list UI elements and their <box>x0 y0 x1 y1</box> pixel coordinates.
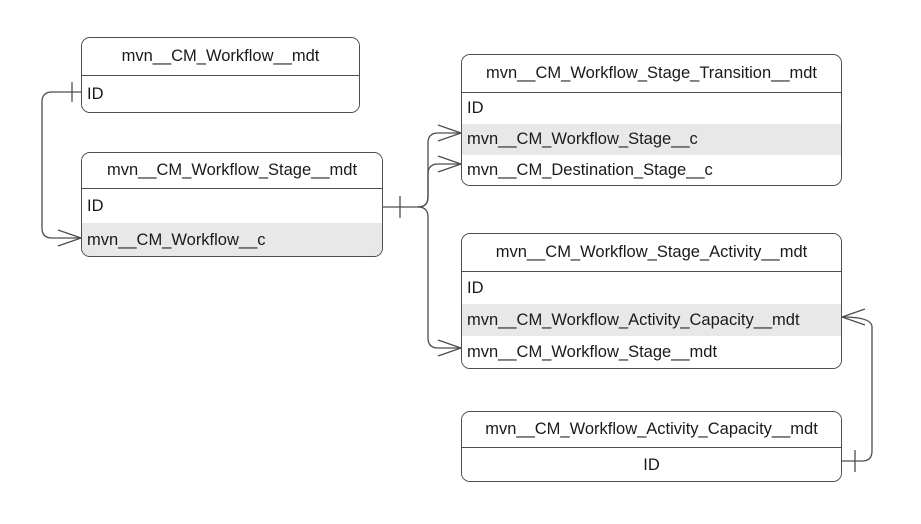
relationship-stage-to-transition-destination <box>417 155 462 208</box>
marker-many <box>437 163 462 173</box>
entity-workflow-stage[interactable]: mvn__CM_Workflow_Stage__mdt ID mvn__CM_W… <box>81 152 383 257</box>
entity-field-row-foreign-key[interactable]: mvn__CM_Workflow_Stage__mdt <box>462 336 841 368</box>
entity-field-row-foreign-key[interactable]: mvn__CM_Workflow_Stage__c <box>462 124 841 155</box>
entity-field-row-foreign-key[interactable]: mvn__CM_Destination_Stage__c <box>462 155 841 185</box>
entity-field-row[interactable]: ID <box>462 448 841 481</box>
marker-many <box>57 237 82 247</box>
marker-many <box>437 132 462 142</box>
entity-field-list: ID <box>82 76 359 112</box>
relationship-capacity-to-stage-activity <box>841 308 873 472</box>
marker-many <box>57 229 82 239</box>
entity-field-row[interactable]: ID <box>82 189 382 223</box>
entity-title: mvn__CM_Workflow_Stage__mdt <box>82 153 382 189</box>
entity-workflow-stage-transition[interactable]: mvn__CM_Workflow_Stage_Transition__mdt I… <box>461 54 842 186</box>
entity-workflow-stage-activity[interactable]: mvn__CM_Workflow_Stage_Activity__mdt ID … <box>461 233 842 369</box>
relationship-workflow-to-stage <box>41 82 82 247</box>
entity-field-row[interactable]: ID <box>462 93 841 124</box>
entity-field-row[interactable]: ID <box>462 272 841 304</box>
entity-title: mvn__CM_Workflow_Activity_Capacity__mdt <box>462 412 841 448</box>
entity-field-row-foreign-key[interactable]: mvn__CM_Workflow__c <box>82 223 382 256</box>
marker-many <box>437 124 462 134</box>
entity-field-list: ID mvn__CM_Workflow_Stage__c mvn__CM_Des… <box>462 93 841 185</box>
marker-many <box>437 339 462 349</box>
relationship-stage-to-transition-stage <box>417 124 462 208</box>
marker-many <box>841 316 866 326</box>
entity-field-list: ID mvn__CM_Workflow__c <box>82 189 382 256</box>
relationship-stage-to-stage-activity <box>417 206 462 357</box>
entity-field-list: ID <box>462 448 841 481</box>
marker-many <box>841 308 866 318</box>
entity-title: mvn__CM_Workflow_Stage_Transition__mdt <box>462 55 841 93</box>
marker-many <box>437 347 462 357</box>
entity-workflow[interactable]: mvn__CM_Workflow__mdt ID <box>81 37 360 113</box>
entity-field-list: ID mvn__CM_Workflow_Activity_Capacity__m… <box>462 272 841 368</box>
entity-workflow-activity-capacity[interactable]: mvn__CM_Workflow_Activity_Capacity__mdt … <box>461 411 842 482</box>
entity-title: mvn__CM_Workflow_Stage_Activity__mdt <box>462 234 841 272</box>
entity-field-row[interactable]: ID <box>82 76 359 112</box>
relationship-trunk-stage-id <box>383 196 418 218</box>
entity-field-row-foreign-key[interactable]: mvn__CM_Workflow_Activity_Capacity__mdt <box>462 304 841 336</box>
marker-many <box>437 155 462 165</box>
entity-title: mvn__CM_Workflow__mdt <box>82 38 359 76</box>
